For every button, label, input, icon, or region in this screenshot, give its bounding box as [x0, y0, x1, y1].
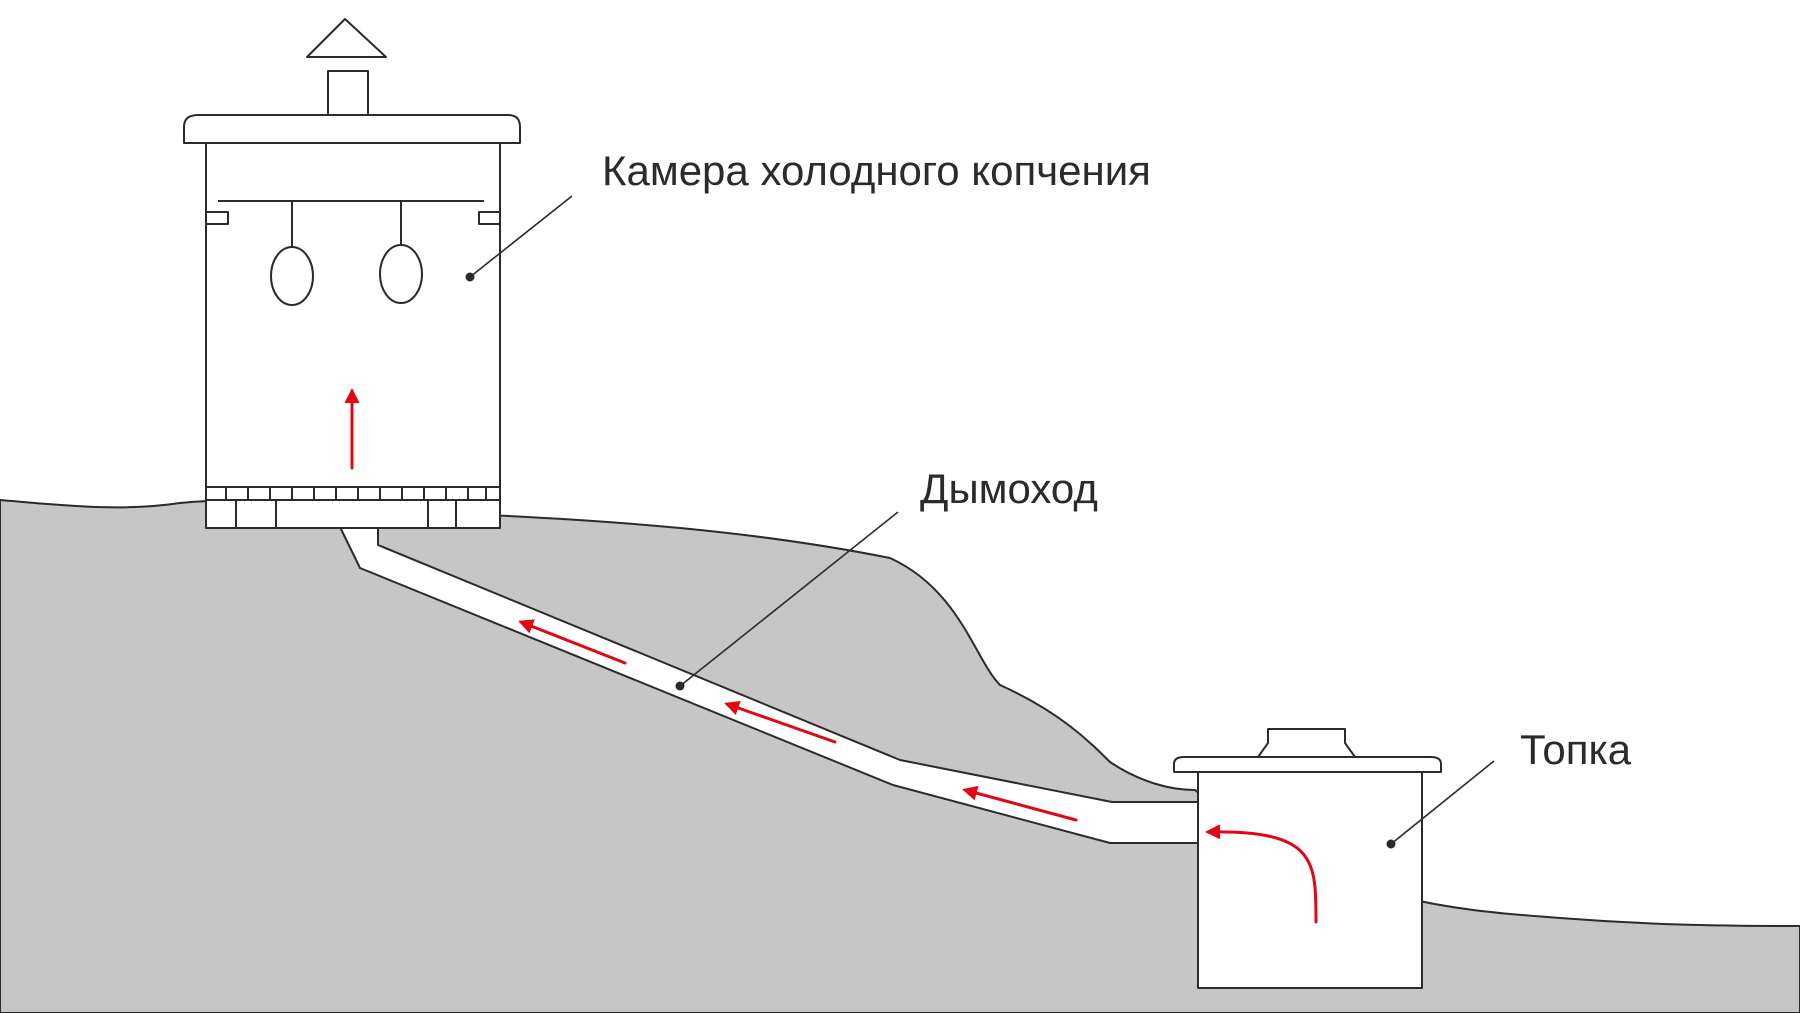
roof-vent-arrow [306, 18, 387, 58]
smoke-arrow-chimney-upper [518, 619, 627, 665]
smoke-arrow-chimney-lower [962, 785, 1078, 822]
smoke-arrow-chimney-middle [724, 700, 837, 744]
callout-smoking-chamber: Камера холодного копчения [465, 147, 1151, 282]
smoke-arrow-firebox [1205, 824, 1318, 924]
leader-dot-firebox [1386, 839, 1396, 849]
leader-line-firebox [1390, 760, 1495, 845]
firebox [1173, 728, 1442, 989]
hanging-product-right [379, 244, 423, 304]
leader-dot-chimney [675, 681, 685, 691]
roof-vent [327, 70, 369, 118]
leader-line-chimney [679, 511, 899, 687]
leader-line-smoking-chamber [469, 195, 573, 278]
rod-bracket-right [478, 211, 501, 225]
rod-bracket-left [205, 211, 229, 225]
smoke-flow [344, 388, 1318, 924]
firebox-lid [1173, 756, 1442, 773]
label-smoking-chamber: Камера холодного копчения [602, 147, 1151, 194]
firebox-body [1197, 771, 1423, 989]
label-chimney: Дымоход [920, 465, 1098, 512]
brick-foundation [206, 486, 500, 528]
label-firebox: Топка [1520, 726, 1632, 773]
firebox-cap [1257, 728, 1356, 758]
callout-chimney: Дымоход [675, 465, 1098, 691]
hanging-product-left [270, 246, 314, 306]
smoking-chamber [183, 18, 521, 529]
callout-firebox: Топка [1386, 726, 1632, 849]
roof [183, 114, 521, 144]
leader-dot-smoking-chamber [465, 272, 475, 282]
